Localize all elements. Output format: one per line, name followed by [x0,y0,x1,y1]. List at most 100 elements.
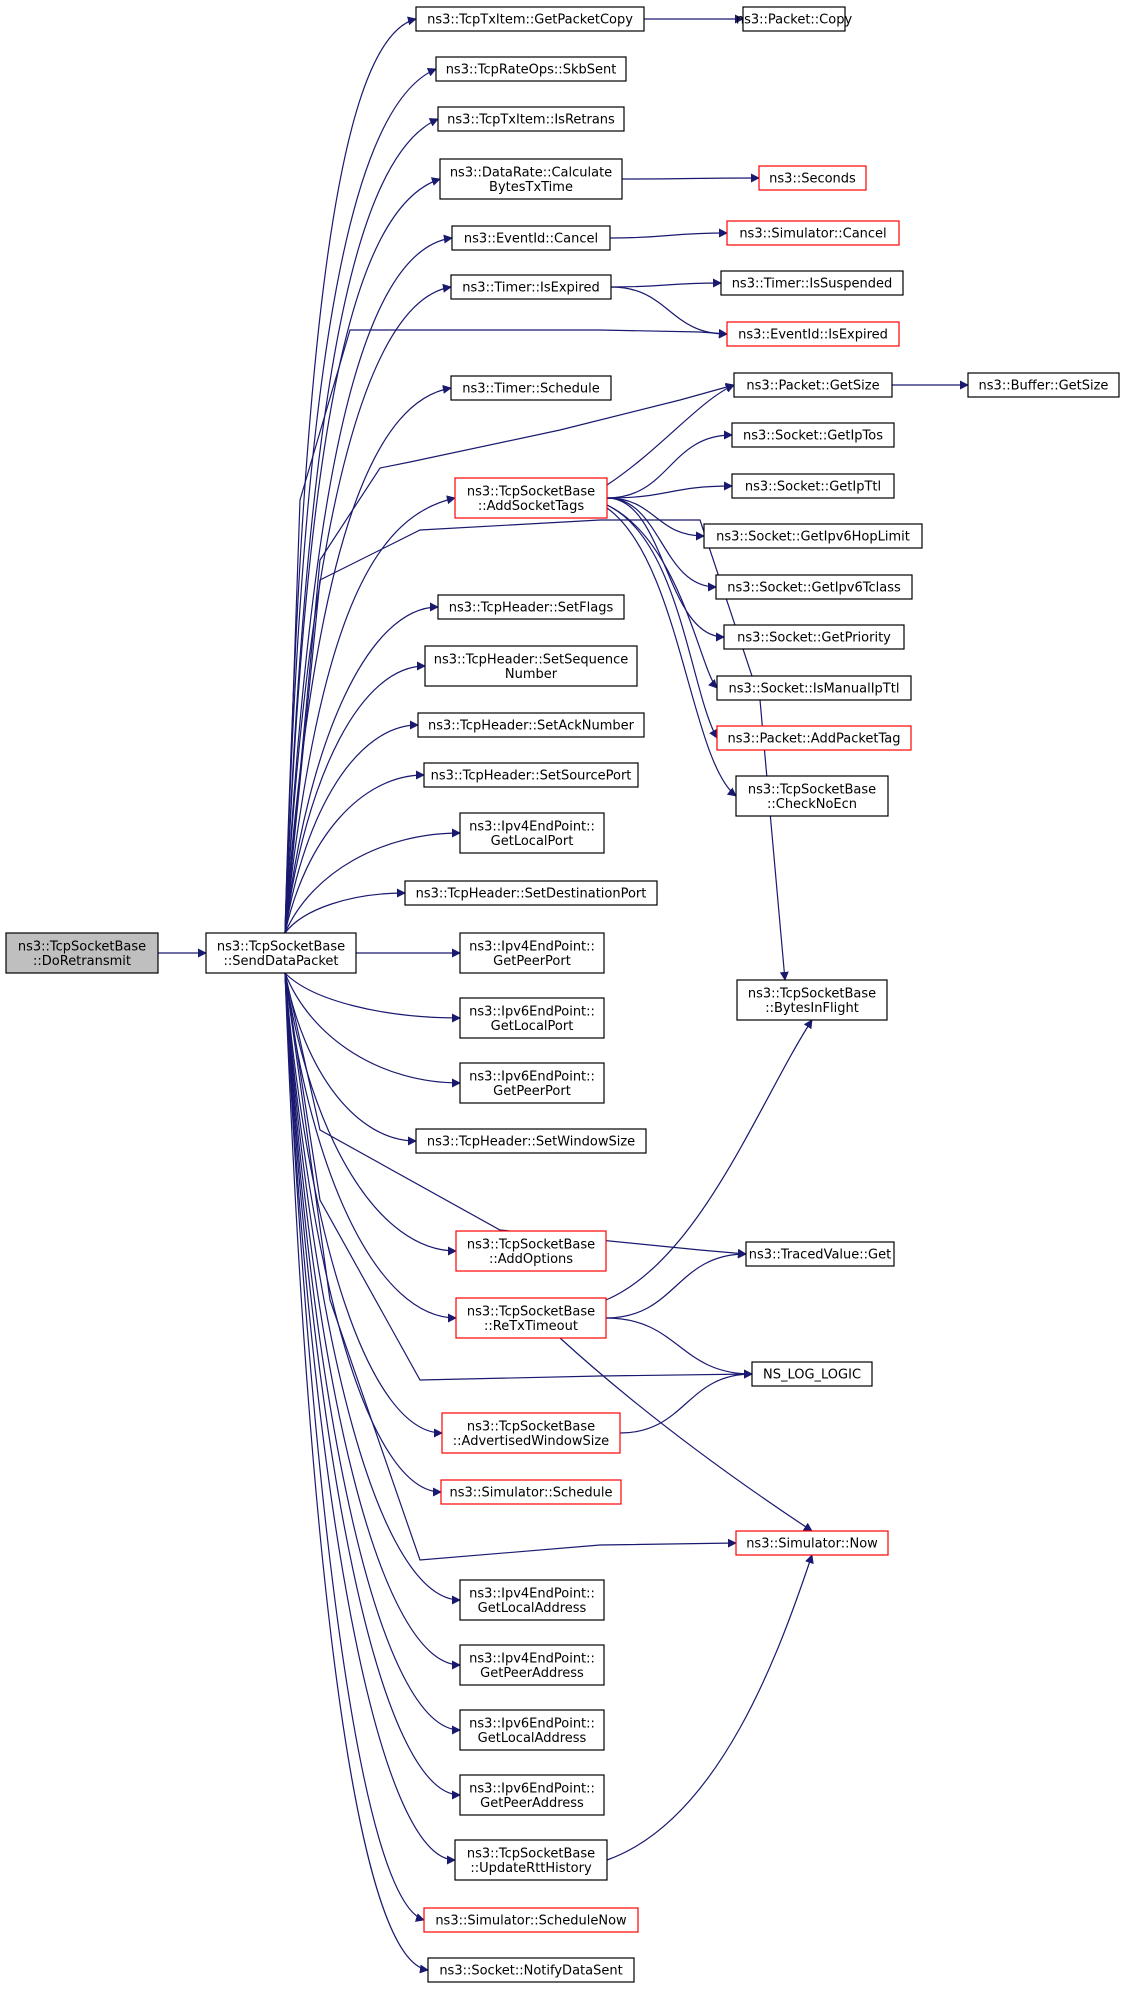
edge-senddatapacket-to-notifydatasent [284,972,429,1974]
node-label-line: ns3::TcpSocketBase [748,782,876,797]
node-box [459,997,605,1039]
edge-addsockettags-to-getipttl [606,481,733,499]
node-timerisexpired[interactable]: ns3::Timer::IsExpired [450,274,612,300]
node-ipv6getpeeraddr[interactable]: ns3::Ipv6EndPoint::GetPeerAddress [459,1774,605,1816]
node-tracedvalueget[interactable]: ns3::TracedValue::Get [745,1241,895,1267]
node-getipv6hoplimit[interactable]: ns3::Socket::GetIpv6HopLimit [703,523,923,549]
node-label-line: ns3::Socket::GetIpv6HopLimit [716,530,910,545]
node-ipv4getpeeraddr[interactable]: ns3::Ipv4EndPoint::GetPeerAddress [459,1644,605,1686]
node-bytesinflight[interactable]: ns3::TcpSocketBase::BytesInFlight [736,979,888,1021]
node-box [423,762,639,788]
node-label-line: ns3::Packet::Copy [736,13,853,28]
node-advwindowsize[interactable]: ns3::TcpSocketBase::AdvertisedWindowSize [441,1412,621,1454]
node-retxtimeout[interactable]: ns3::TcpSocketBase::ReTxTimeout [455,1297,607,1339]
node-label-line: ns3::Ipv6EndPoint:: [469,1069,595,1084]
node-label-line: ::AddOptions [489,1252,573,1267]
node-getpriority[interactable]: ns3::Socket::GetPriority [723,624,905,650]
node-ipv4getlocalport[interactable]: ns3::Ipv4EndPoint::GetLocalPort [459,812,605,854]
node-ipv6getpeerport[interactable]: ns3::Ipv6EndPoint::GetPeerPort [459,1062,605,1104]
node-setsourceport[interactable]: ns3::TcpHeader::SetSourcePort [423,762,639,788]
node-simnow[interactable]: ns3::Simulator::Now [735,1530,889,1556]
node-ipv6getlocaladdr[interactable]: ns3::Ipv6EndPoint::GetLocalAddress [459,1709,605,1751]
edge-eventcancel-to-simcancel [609,228,728,239]
node-label-line: ::BytesInFlight [765,1001,859,1016]
node-label-line: BytesTxTime [489,180,573,195]
node-doretransmit[interactable]: ns3::TcpSocketBase::DoRetransmit [5,932,159,974]
node-ipv4getpeerport[interactable]: ns3::Ipv4EndPoint::GetPeerPort [459,932,605,974]
node-label-line: ns3::TcpTxItem::GetPacketCopy [427,13,633,28]
node-label-line: ns3::Simulator::Now [746,1537,878,1552]
node-simcancel[interactable]: ns3::Simulator::Cancel [726,220,900,246]
node-box [450,375,612,401]
node-label-line: ns3::Ipv4EndPoint:: [469,819,595,834]
node-label-line: GetLocalPort [491,834,574,849]
node-box [459,1062,605,1104]
node-box [437,106,625,132]
node-ipv6getlocalport[interactable]: ns3::Ipv6EndPoint::GetLocalPort [459,997,605,1039]
edge-senddatapacket-to-simnow [284,972,737,1561]
node-notifydatasent[interactable]: ns3::Socket::NotifyDataSent [427,1957,635,1983]
node-isretrans[interactable]: ns3::TcpTxItem::IsRetrans [437,106,625,132]
node-ipv4getlocaladdr[interactable]: ns3::Ipv4EndPoint::GetLocalAddress [459,1579,605,1621]
edge-senddatapacket-to-packetgetsize [284,382,735,934]
node-packetcopy[interactable]: ns3::Packet::Copy [736,6,853,32]
node-getipttl[interactable]: ns3::Socket::GetIpTtl [731,473,895,499]
edge-retxtimeout-to-nsloglogic [605,1317,753,1379]
node-packetgetsize[interactable]: ns3::Packet::GetSize [733,372,893,398]
edge-senddatapacket-to-ipv4getlocalport [284,828,461,934]
node-timerschedule[interactable]: ns3::Timer::Schedule [450,375,612,401]
node-label-line: ns3::TcpSocketBase [467,1304,595,1319]
node-senddatapacket[interactable]: ns3::TcpSocketBase::SendDataPacket [205,932,357,974]
node-buffergetsize[interactable]: ns3::Buffer::GetSize [967,372,1120,398]
node-addpackettag[interactable]: ns3::Packet::AddPacketTag [716,725,912,751]
node-skbsent[interactable]: ns3::TcpRateOps::SkbSent [435,56,627,82]
edge-senddatapacket-to-simschedule [284,972,442,1497]
node-box [404,880,658,906]
edge-senddatapacket-to-skbsent [284,68,437,934]
edge-senddatapacket-to-ipv4getlocaladdr [284,972,461,1605]
node-updatertthistory[interactable]: ns3::TcpSocketBase::UpdateRttHistory [454,1839,608,1881]
node-getpacketcopy[interactable]: ns3::TcpTxItem::GetPacketCopy [415,6,645,32]
node-getipv6tclass[interactable]: ns3::Socket::GetIpv6Tclass [715,574,913,600]
node-setacknumber[interactable]: ns3::TcpHeader::SetAckNumber [417,712,645,738]
node-label-line: GetPeerAddress [480,1796,584,1811]
node-simschedule[interactable]: ns3::Simulator::Schedule [440,1479,622,1505]
node-box [726,321,900,347]
node-setwindowsize[interactable]: ns3::TcpHeader::SetWindowSize [415,1128,647,1154]
node-timerissuspended[interactable]: ns3::Timer::IsSuspended [720,270,904,296]
node-eventisexpired[interactable]: ns3::EventId::IsExpired [726,321,900,347]
node-label-line: ::DoRetransmit [33,954,131,969]
node-simschedulenow[interactable]: ns3::Simulator::ScheduleNow [423,1907,639,1933]
node-setflags[interactable]: ns3::TcpHeader::SetFlags [437,594,625,620]
node-box [459,812,605,854]
node-label-line: ns3::Timer::IsSuspended [732,277,893,292]
node-box [424,645,638,687]
node-seconds[interactable]: ns3::Seconds [758,165,867,191]
node-addoptions[interactable]: ns3::TcpSocketBase::AddOptions [455,1230,607,1272]
node-nsloglogic[interactable]: NS_LOG_LOGIC [751,1361,873,1387]
node-getiptos[interactable]: ns3::Socket::GetIpTos [731,422,895,448]
node-eventcancel[interactable]: ns3::EventId::Cancel [451,225,611,251]
node-label-line: GetLocalAddress [478,1731,587,1746]
node-addsockettags[interactable]: ns3::TcpSocketBase::AddSocketTags [454,477,608,519]
node-label-line: ns3::Ipv6EndPoint:: [469,1781,595,1796]
node-label-line: ns3::Ipv6EndPoint:: [469,1716,595,1731]
node-ismanualipttl[interactable]: ns3::Socket::IsManualIpTtl [716,675,912,701]
node-setdestport[interactable]: ns3::TcpHeader::SetDestinationPort [404,880,658,906]
node-label-line: ns3::TracedValue::Get [749,1248,891,1263]
node-box [417,712,645,738]
node-checknoecn[interactable]: ns3::TcpSocketBase::CheckNoEcn [735,775,889,817]
node-box [735,775,889,817]
node-label-line: GetPeerAddress [480,1666,584,1681]
node-box [715,574,913,600]
edges-layer [157,14,969,1974]
edge-senddatapacket-to-setwindowsize [284,972,417,1146]
node-label-line: ns3::Socket::GetPriority [737,631,891,646]
node-label-line: NS_LOG_LOGIC [763,1368,861,1383]
node-label-line: ns3::Packet::AddPacketTag [727,732,900,747]
node-label-line: ns3::TcpSocketBase [18,939,146,954]
node-label-line: ns3::Socket::NotifyDataSent [439,1964,622,1979]
node-label-line: ::UpdateRttHistory [470,1861,592,1876]
